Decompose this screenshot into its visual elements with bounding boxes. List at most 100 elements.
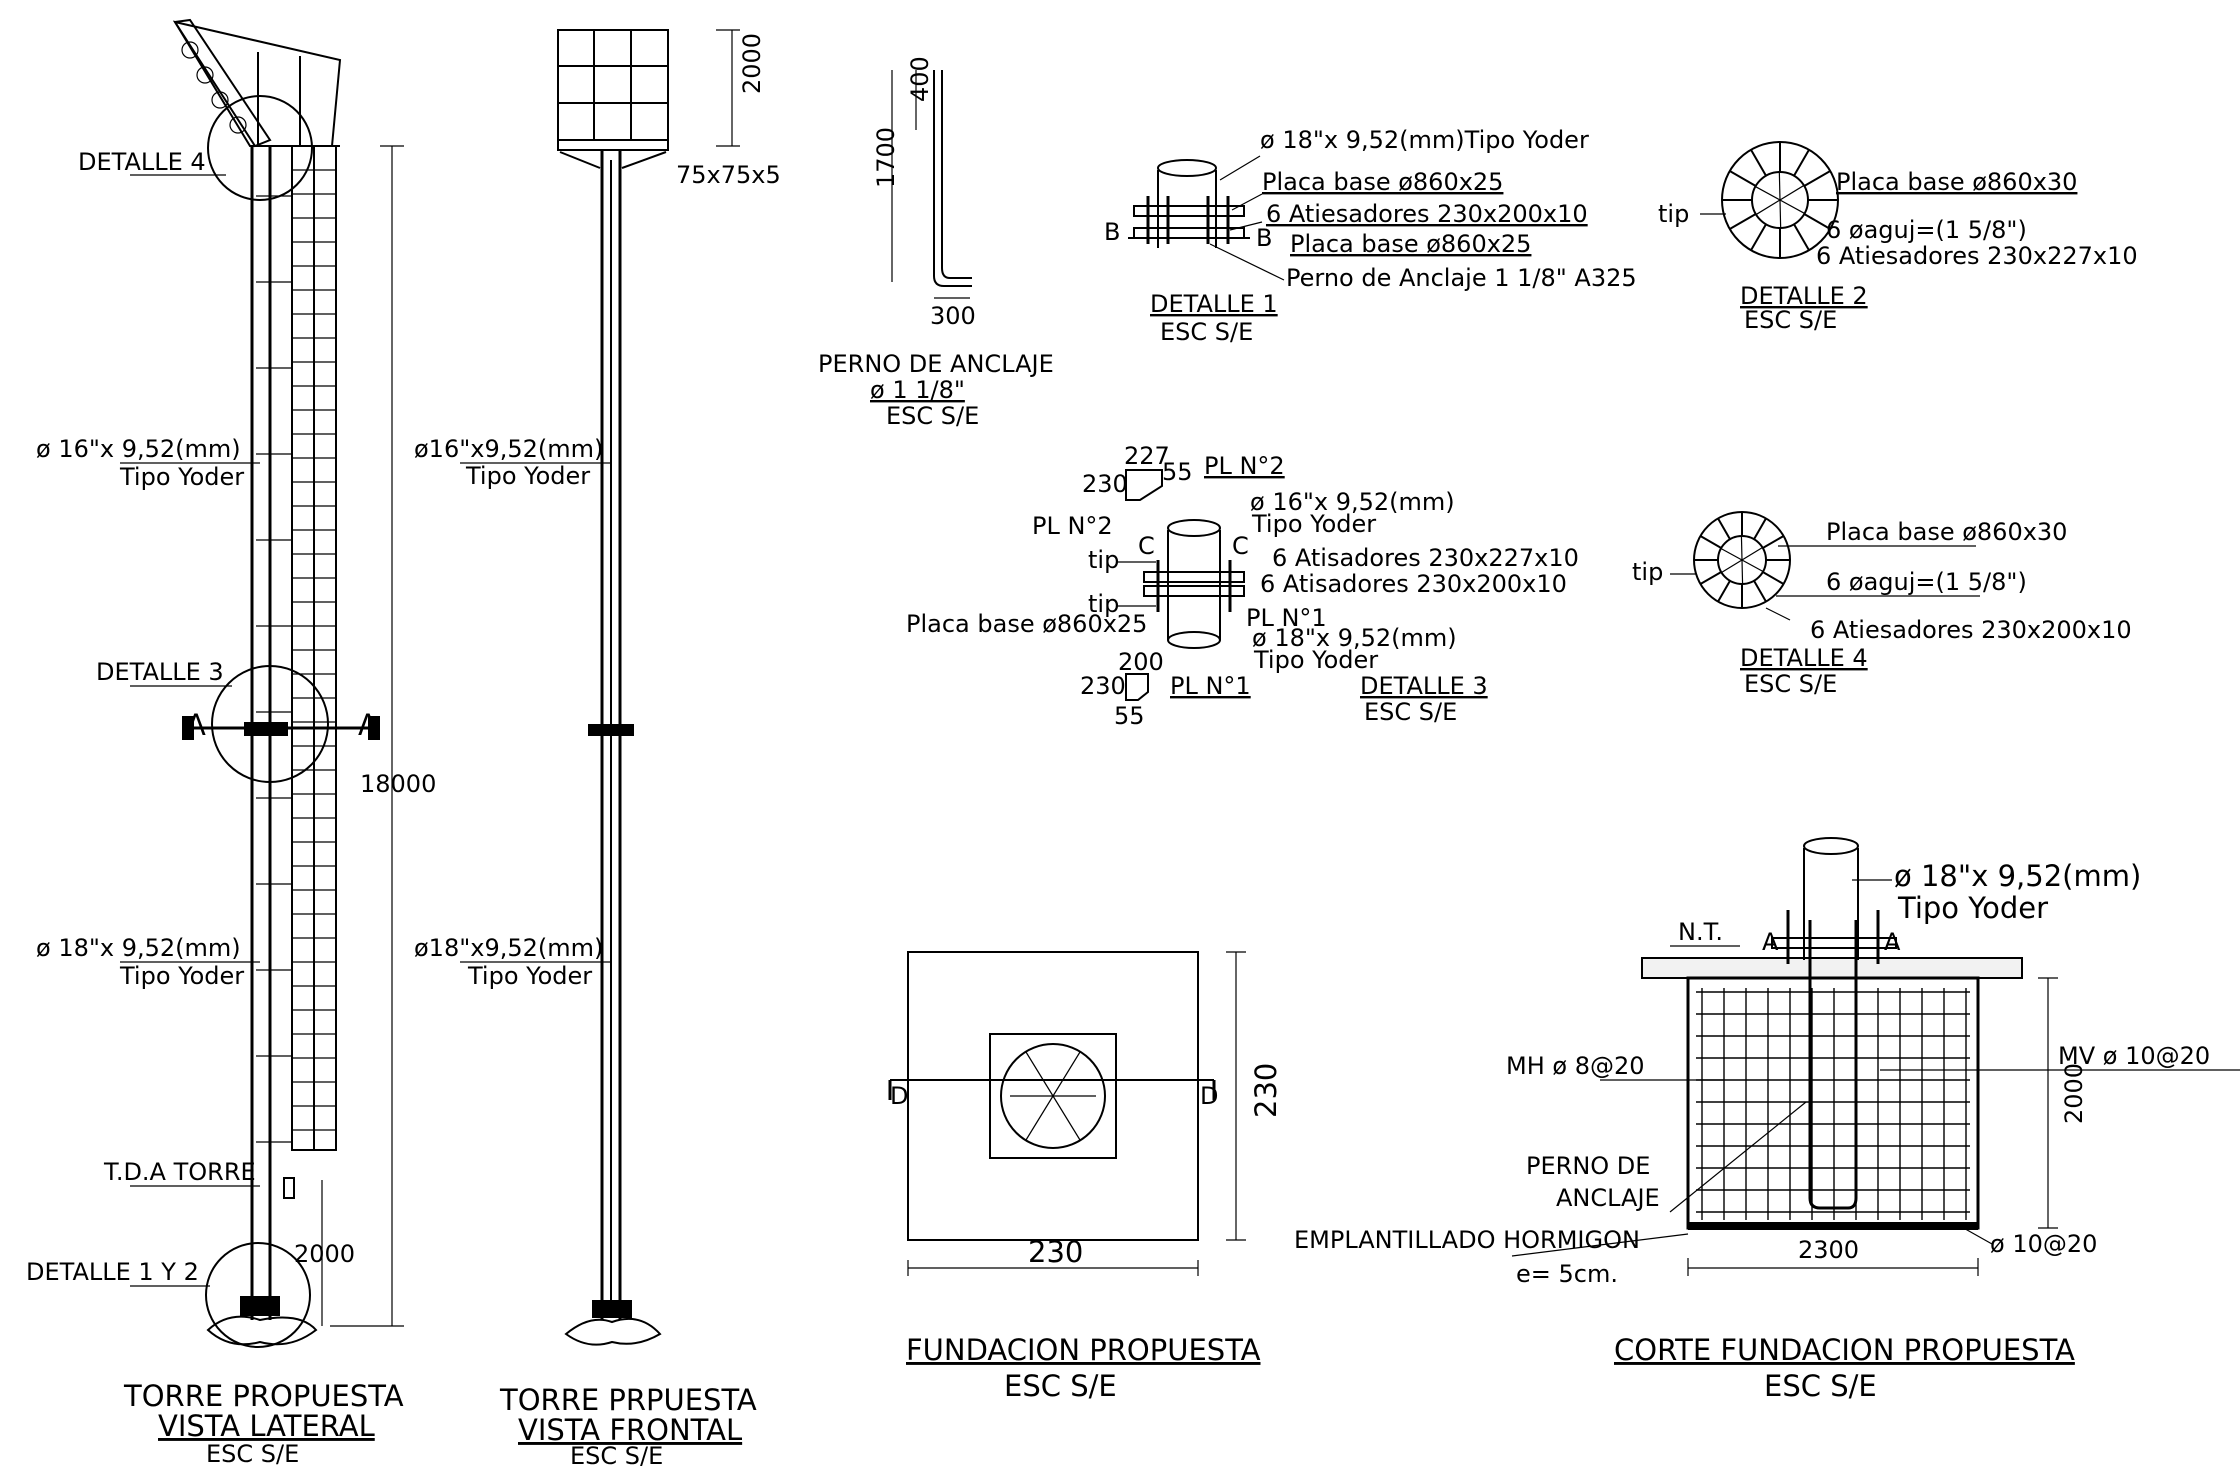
d4-label-aguj: 6 øaguj=(1 5/8") (1826, 568, 2027, 596)
section-a-right-label: A (358, 708, 378, 742)
d3-pl1-200: 200 (1118, 648, 1164, 676)
d3-pl1-label: PL N°1 (1246, 604, 1327, 632)
d3-pl2-title: PL N°2 (1204, 452, 1285, 480)
dim-300: 300 (930, 302, 976, 330)
d1-b-right: B (1256, 224, 1272, 252)
label-detalle-4: DETALLE 4 (78, 148, 206, 176)
corte-title: CORTE FUNDACION PROPUESTA (1614, 1333, 2075, 1367)
detail-3: 227 230 55 PL N°2 PL N°2 tip tip C C ø 1… (906, 442, 1579, 730)
solar-panel-side (172, 18, 342, 148)
corte-perno-l2: ANCLAJE (1556, 1184, 1660, 1212)
dim-18000: 18000 (360, 770, 436, 798)
tower-side-view: A A 18000 2000 DETALLE 4 ø 16"x 9,52(mm)… (26, 18, 436, 1466)
corte-bottom-bar: ø 10@20 (1990, 1230, 2097, 1258)
fund-d-right: D (1200, 1082, 1218, 1110)
fund-dim-230-h: 230 (1028, 1235, 1083, 1269)
label-detalle-3: DETALLE 3 (96, 658, 224, 686)
d1-label-atiesadores: 6 Atiesadores 230x200x10 (1266, 200, 1588, 228)
d3-pl2-label: PL N°2 (1032, 512, 1113, 540)
d2-label-atiesadores: 6 Atiesadores 230x227x10 (1816, 242, 2138, 270)
detail-1-2-circle (205, 1242, 311, 1348)
corte-nt: N.T. (1678, 918, 1723, 946)
dim-2000-frontal: 2000 (738, 33, 766, 94)
d3-c-right: C (1232, 532, 1249, 560)
d3-pl2-230: 230 (1082, 470, 1128, 498)
d4-title: DETALLE 4 (1740, 644, 1868, 672)
d2-scale: ESC S/E (1744, 306, 1837, 334)
corte-pipe-l2: Tipo Yoder (1897, 891, 2048, 925)
d3-c-left: C (1138, 532, 1155, 560)
label-front-pipe16-l2: Tipo Yoder (465, 462, 590, 490)
corte-espesor: e= 5cm. (1516, 1260, 1618, 1288)
label-pipe16-l2: Tipo Yoder (119, 463, 244, 491)
dim-1700: 1700 (872, 127, 900, 188)
detail-1: B B ø 18"x 9,52(mm)Tipo Yoder Placa base… (1104, 126, 1637, 346)
corte-a-right: A (1884, 928, 1901, 956)
d1-scale: ESC S/E (1160, 318, 1253, 346)
scale-lateral: ESC S/E (206, 1440, 299, 1466)
foundation-plan: D D 230 230 FUNDACION PROPUESTA ESC S/E (888, 951, 1283, 1403)
perno-title-2: ø 1 1/8" (870, 376, 965, 404)
corte-emplantillado: EMPLANTILLADO HORMIGON (1294, 1226, 1640, 1254)
detail-3-circle (211, 665, 329, 783)
anchor-bolt-detail: 400 1700 300 PERNO DE ANCLAJE ø 1 1/8" E… (818, 56, 1054, 430)
d3-pl2-227: 227 (1124, 442, 1170, 470)
d1-label-placa2: Placa base ø860x25 (1290, 230, 1531, 258)
fund-scale: ESC S/E (1004, 1369, 1117, 1403)
d3-scale: ESC S/E (1364, 698, 1457, 726)
d3-pl1-230: 230 (1080, 672, 1126, 700)
ladder-rungs (256, 169, 336, 1143)
section-a-left-label: A (186, 708, 206, 742)
d1-label-pipe: ø 18"x 9,52(mm)Tipo Yoder (1260, 126, 1589, 154)
scale-frontal: ESC S/E (570, 1442, 663, 1466)
perno-scale: ESC S/E (886, 402, 979, 430)
d1-b-left: B (1104, 218, 1120, 246)
fund-d-left: D (890, 1082, 908, 1110)
dim-2000-lateral: 2000 (294, 1240, 355, 1268)
corte-dim-2300: 2300 (1798, 1236, 1859, 1264)
label-angle: 75x75x5 (676, 161, 781, 189)
fund-dim-230-v: 230 (1249, 1063, 1283, 1118)
d3-pl1-55: 55 (1114, 702, 1145, 730)
d1-label-perno: Perno de Anclaje 1 1/8" A325 (1286, 264, 1637, 292)
title-lateral-1: TORRE PROPUESTA (123, 1379, 404, 1413)
d3-pipe16-l1: ø 16"x 9,52(mm) (1250, 488, 1455, 516)
corte-a-left: A (1762, 928, 1779, 956)
d4-tip: tip (1632, 558, 1663, 586)
solar-panel-front (557, 29, 669, 141)
label-pipe16-l1: ø 16"x 9,52(mm) (36, 435, 241, 463)
d2-title: DETALLE 2 (1740, 282, 1868, 310)
tower-front-view: 2000 75x75x5 ø16"x9,52(mm) Tipo Yoder ø1… (414, 29, 781, 1466)
corte-mv: MV ø 10@20 (2058, 1042, 2210, 1070)
corte-pipe-l1: ø 18"x 9,52(mm) (1894, 859, 2141, 893)
fund-title: FUNDACION PROPUESTA (906, 1333, 1261, 1367)
label-front-pipe16-l1: ø16"x9,52(mm) (414, 435, 603, 463)
d3-tip-2: tip (1088, 590, 1119, 618)
dim-400: 400 (906, 56, 934, 102)
d3-atis2: 6 Atisadores 230x200x10 (1260, 570, 1567, 598)
corte-scale: ESC S/E (1764, 1369, 1877, 1403)
label-front-pipe18-l1: ø18"x9,52(mm) (414, 934, 603, 962)
d2-label-placa: Placa base ø860x30 (1836, 168, 2077, 196)
d3-title: DETALLE 3 (1360, 672, 1488, 700)
d3-pipe18-l2: Tipo Yoder (1253, 646, 1378, 674)
d1-label-placa1: Placa base ø860x25 (1262, 168, 1503, 196)
foundation-section: A A ø 18"x 9,52(mm) Tipo Yoder N.T. MH ø… (1294, 837, 2240, 1403)
d3-pipe18-l1: ø 18"x 9,52(mm) (1252, 624, 1457, 652)
detail-4-circle (207, 95, 313, 201)
d2-tip: tip (1658, 200, 1689, 228)
detail-4: tip Placa base ø860x30 6 øaguj=(1 5/8") … (1632, 511, 2132, 698)
d3-pl1-title: PL N°1 (1170, 672, 1251, 700)
label-tda: T.D.A TORRE (103, 1158, 256, 1186)
label-front-pipe18-l2: Tipo Yoder (467, 962, 592, 990)
title-lateral-2: VISTA LATERAL (158, 1409, 375, 1443)
d3-placa: Placa base ø860x25 (906, 610, 1147, 638)
d3-pl2-55: 55 (1162, 458, 1193, 486)
d4-label-atiesadores: 6 Atiesadores 230x200x10 (1810, 616, 2132, 644)
d3-pipe16-l2: Tipo Yoder (1251, 510, 1376, 538)
label-pipe18-l1: ø 18"x 9,52(mm) (36, 934, 241, 962)
title-frontal-2: VISTA FRONTAL (518, 1413, 742, 1447)
corte-mh: MH ø 8@20 (1506, 1052, 1645, 1080)
d1-title: DETALLE 1 (1150, 290, 1278, 318)
